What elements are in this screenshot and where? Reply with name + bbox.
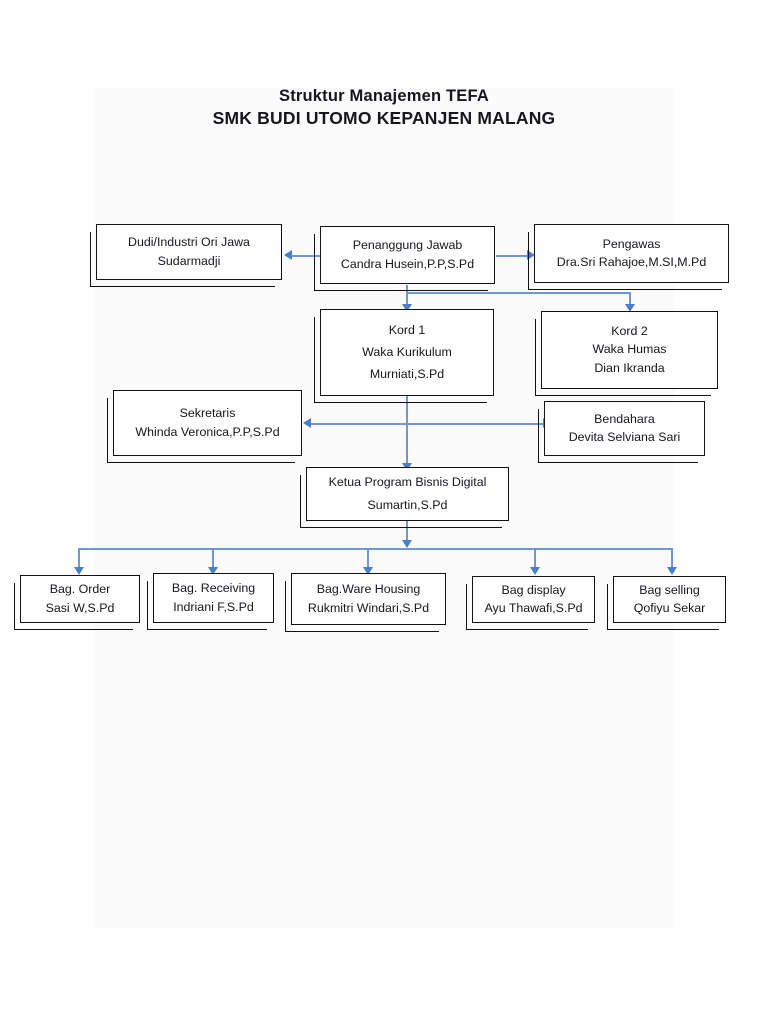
- node-ketua-name: Sumartin,S.Pd: [367, 497, 448, 512]
- node-sekretaris[interactable]: Sekretaris Whinda Veronica,P.P,S.Pd: [107, 390, 302, 463]
- arrowhead-to-display: [530, 567, 540, 575]
- arrowhead-to-pengawas: [527, 250, 535, 260]
- connector-penanggung-stem: [406, 285, 408, 293]
- node-kord2-position: Waka Humas: [592, 342, 667, 357]
- node-display-name: Ayu Thawafi,S.Pd: [484, 601, 583, 615]
- node-selling-name: Qofiyu Sekar: [633, 601, 706, 615]
- node-dudi-name: Sudarmadji: [157, 253, 221, 268]
- arrowhead-to-order: [74, 567, 84, 575]
- arrowhead-to-sekretaris: [303, 418, 311, 428]
- arrowhead-to-kord2: [625, 304, 635, 312]
- connector-drop-kord2: [629, 292, 631, 307]
- node-kord1[interactable]: Kord 1 Waka Kurikulum Murniati,S.Pd: [314, 309, 494, 403]
- node-kord1-position: Waka Kurikulum: [362, 344, 452, 359]
- node-pengawas[interactable]: Pengawas Dra.Sri Rahajoe,M.SI,M.Pd: [528, 224, 729, 290]
- connector-ketua-stem: [406, 521, 408, 543]
- node-bag-receiving[interactable]: Bag. Receiving Indriani F,S.Pd: [147, 573, 274, 630]
- page-title: Struktur Manajemen TEFA SMK BUDI UTOMO K…: [93, 86, 675, 130]
- node-receiving-name: Indriani F,S.Pd: [173, 599, 254, 614]
- connector-drop-order: [78, 548, 80, 570]
- node-kord2-name: Dian Ikranda: [594, 360, 665, 375]
- node-penanggung-jawab[interactable]: Penanggung Jawab Candra Husein,P.P,S.Pd: [314, 226, 495, 291]
- node-warehousing-name: Rukmitri Windari,S.Pd: [307, 600, 430, 615]
- node-ketua-program[interactable]: Ketua Program Bisnis Digital Sumartin,S.…: [300, 467, 509, 528]
- node-kord2-title: Kord 2: [611, 324, 648, 339]
- node-warehousing-title: Bag.Ware Housing: [316, 582, 421, 597]
- node-bag-order[interactable]: Bag. Order Sasi W,S.Pd: [14, 575, 140, 630]
- connector-drop-selling: [671, 548, 673, 570]
- connector-drop-display: [534, 548, 536, 570]
- node-sekretaris-name: Whinda Veronica,P.P,S.Pd: [135, 424, 280, 439]
- arrowhead-ketua-stem: [402, 540, 412, 548]
- node-bag-selling[interactable]: Bag selling Qofiyu Sekar: [607, 576, 726, 630]
- connector-division-bus: [78, 548, 673, 550]
- arrowhead-to-selling: [667, 567, 677, 575]
- connector-drop-receiving: [212, 548, 214, 570]
- arrowhead-to-dudi: [284, 250, 292, 260]
- connector-drop-warehousing: [367, 548, 369, 570]
- node-receiving-title: Bag. Receiving: [171, 581, 256, 596]
- title-line-2: SMK BUDI UTOMO KEPANJEN MALANG: [212, 108, 556, 129]
- node-dudi-industri[interactable]: Dudi/Industri Ori Jawa Sudarmadji: [90, 224, 282, 287]
- title-line-1: Struktur Manajemen TEFA: [279, 87, 489, 105]
- node-pengawas-title: Pengawas: [602, 236, 661, 251]
- node-pengawas-name: Dra.Sri Rahajoe,M.SI,M.Pd: [556, 255, 707, 269]
- arrowhead-to-kord1: [402, 304, 412, 312]
- connector-kord-bus: [406, 292, 630, 294]
- node-order-title: Bag. Order: [49, 582, 111, 597]
- node-kord2[interactable]: Kord 2 Waka Humas Dian Ikranda: [535, 311, 718, 396]
- node-order-name: Sasi W,S.Pd: [45, 600, 115, 615]
- node-selling-title: Bag selling: [639, 582, 700, 597]
- node-kord1-title: Kord 1: [388, 322, 426, 337]
- node-penanggung-title: Penanggung Jawab: [352, 238, 463, 253]
- node-display-title: Bag display: [501, 582, 566, 597]
- node-sekretaris-title: Sekretaris: [179, 406, 236, 421]
- node-bendahara[interactable]: Bendahara Devita Selviana Sari: [538, 401, 705, 463]
- node-dudi-title: Dudi/Industri Ori Jawa: [128, 235, 250, 250]
- node-bag-display[interactable]: Bag display Ayu Thawafi,S.Pd: [466, 576, 595, 630]
- connector-drop-kord1: [406, 292, 408, 307]
- connector-penanggung-to-pengawas: [496, 255, 528, 257]
- arrowhead-to-warehousing: [363, 567, 373, 575]
- node-penanggung-name: Candra Husein,P.P,S.Pd: [340, 256, 475, 271]
- node-kord1-name: Murniati,S.Pd: [369, 367, 445, 381]
- node-bendahara-name: Devita Selviana Sari: [568, 430, 681, 444]
- node-bendahara-title: Bendahara: [594, 411, 655, 426]
- node-bag-warehousing[interactable]: Bag.Ware Housing Rukmitri Windari,S.Pd: [285, 573, 446, 632]
- connector-penanggung-to-dudi: [292, 255, 322, 257]
- arrowhead-to-receiving: [208, 567, 218, 575]
- node-ketua-title: Ketua Program Bisnis Digital: [328, 475, 487, 490]
- connector-kord1-spine: [406, 396, 408, 466]
- connector-sekretaris-bendahara: [310, 423, 544, 425]
